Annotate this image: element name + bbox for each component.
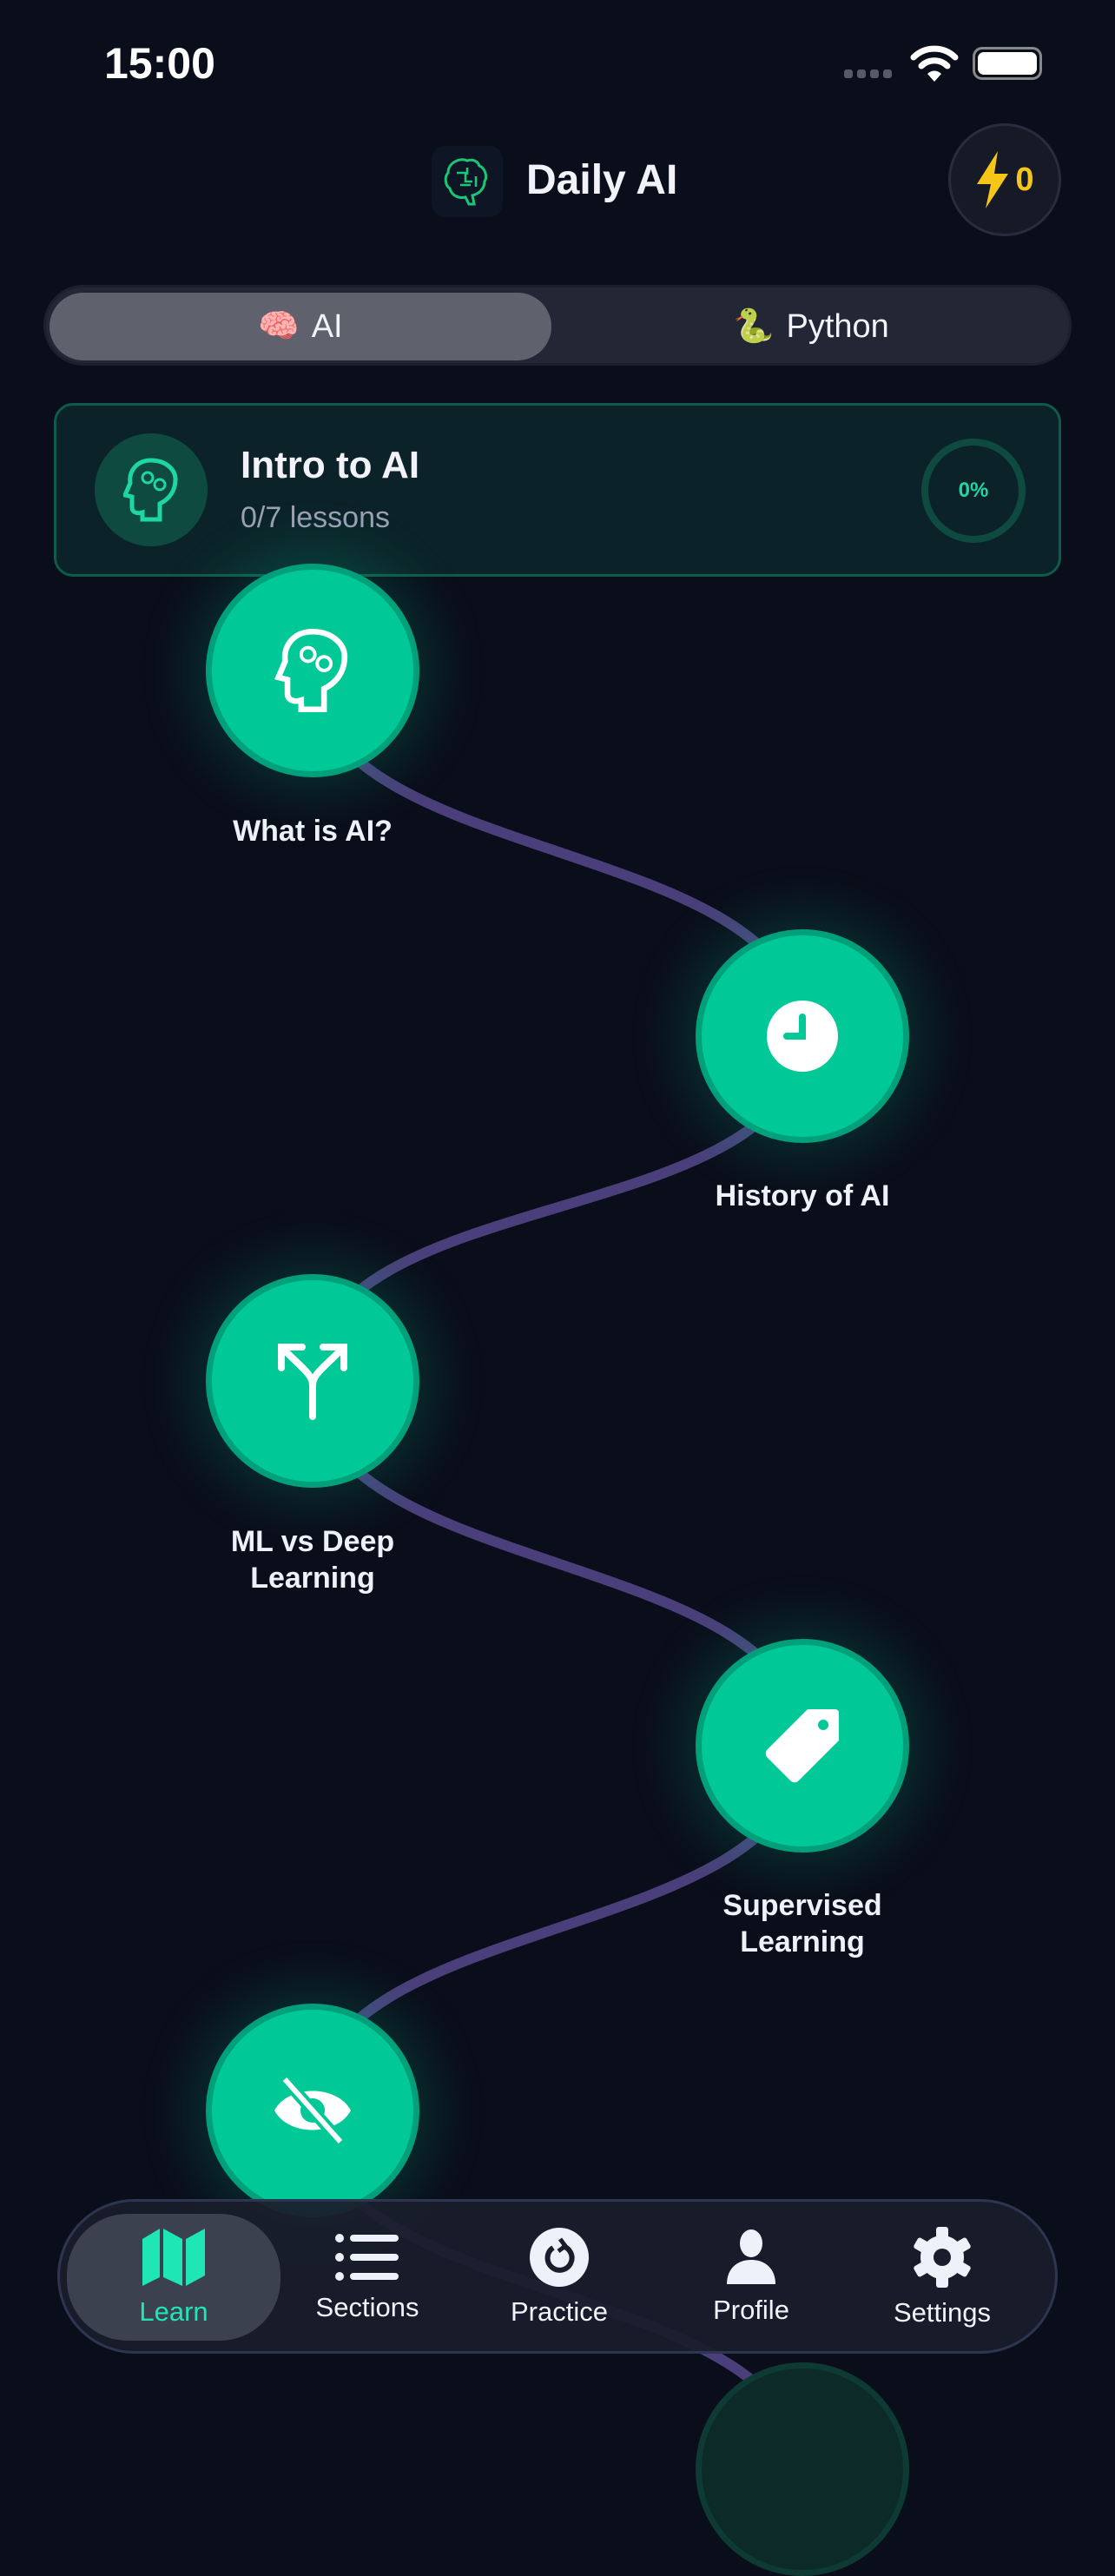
streak-button[interactable]: 0 [948, 123, 1061, 236]
map-icon [142, 2229, 205, 2286]
lesson-label: ML vs Deep Learning [230, 1525, 395, 1595]
tag-icon [765, 1709, 839, 1783]
nav-label: Learn [139, 2296, 208, 2327]
status-time: 15:00 [104, 39, 215, 88]
tab-label: Python [786, 307, 889, 345]
lesson-label: Supervised Learning [722, 1889, 882, 1958]
brain-circuit-icon [432, 146, 503, 217]
nav-settings[interactable]: Settings [838, 2214, 1046, 2341]
section-title: Intro to AI [241, 444, 420, 486]
tab-label: AI [311, 307, 343, 345]
eye-slash-icon [274, 2076, 351, 2145]
nav-label: Practice [511, 2296, 608, 2327]
lesson-node-what-is-ai[interactable] [206, 564, 419, 777]
tab-bar: Learn Sections Practice Profile Settings [57, 2199, 1058, 2354]
refresh-icon [530, 2228, 589, 2287]
person-icon [727, 2229, 775, 2284]
head-brain-icon [95, 433, 208, 546]
lesson-node-history-of-ai[interactable] [696, 929, 909, 1143]
nav-label: Profile [713, 2295, 789, 2325]
wifi-icon [910, 45, 959, 82]
lesson-node-5[interactable] [206, 2004, 419, 2217]
streak-count: 0 [1015, 161, 1034, 198]
lightning-icon [977, 151, 1009, 208]
nav-sections[interactable]: Sections [263, 2214, 472, 2341]
tab-python[interactable]: 🐍 Python [555, 293, 1067, 360]
progress-ring: 0% [921, 439, 1026, 543]
split-arrow-icon [278, 1344, 347, 1420]
nav-label: Settings [893, 2297, 991, 2328]
lesson-label: History of AI [715, 1179, 890, 1212]
battery-icon [973, 47, 1042, 80]
snake-icon: 🐍 [733, 308, 775, 345]
list-icon [335, 2234, 399, 2281]
nav-learn[interactable]: Learn [67, 2214, 280, 2341]
lesson-node-6[interactable] [696, 2362, 909, 2576]
nav-profile[interactable]: Profile [647, 2214, 855, 2341]
nav-label: Sections [315, 2292, 419, 2322]
nav-practice[interactable]: Practice [455, 2214, 663, 2341]
lesson-node-ml-vs-dl[interactable] [206, 1274, 419, 1488]
head-brain-icon [274, 628, 348, 713]
gear-icon [914, 2227, 971, 2288]
tab-ai[interactable]: 🧠 AI [49, 293, 551, 360]
app-title: Daily AI [526, 157, 678, 203]
lesson-label: What is AI? [233, 815, 393, 848]
signal-icon [844, 69, 892, 78]
subject-tabs: 🧠 AI 🐍 Python [43, 285, 1072, 366]
clock-icon [767, 1001, 838, 1072]
section-card[interactable]: Intro to AI 0/7 lessons 0% [54, 403, 1061, 577]
brain-icon: 🧠 [258, 308, 300, 345]
section-subtitle: 0/7 lessons [241, 501, 390, 534]
lesson-node-supervised-learning[interactable] [696, 1639, 909, 1853]
